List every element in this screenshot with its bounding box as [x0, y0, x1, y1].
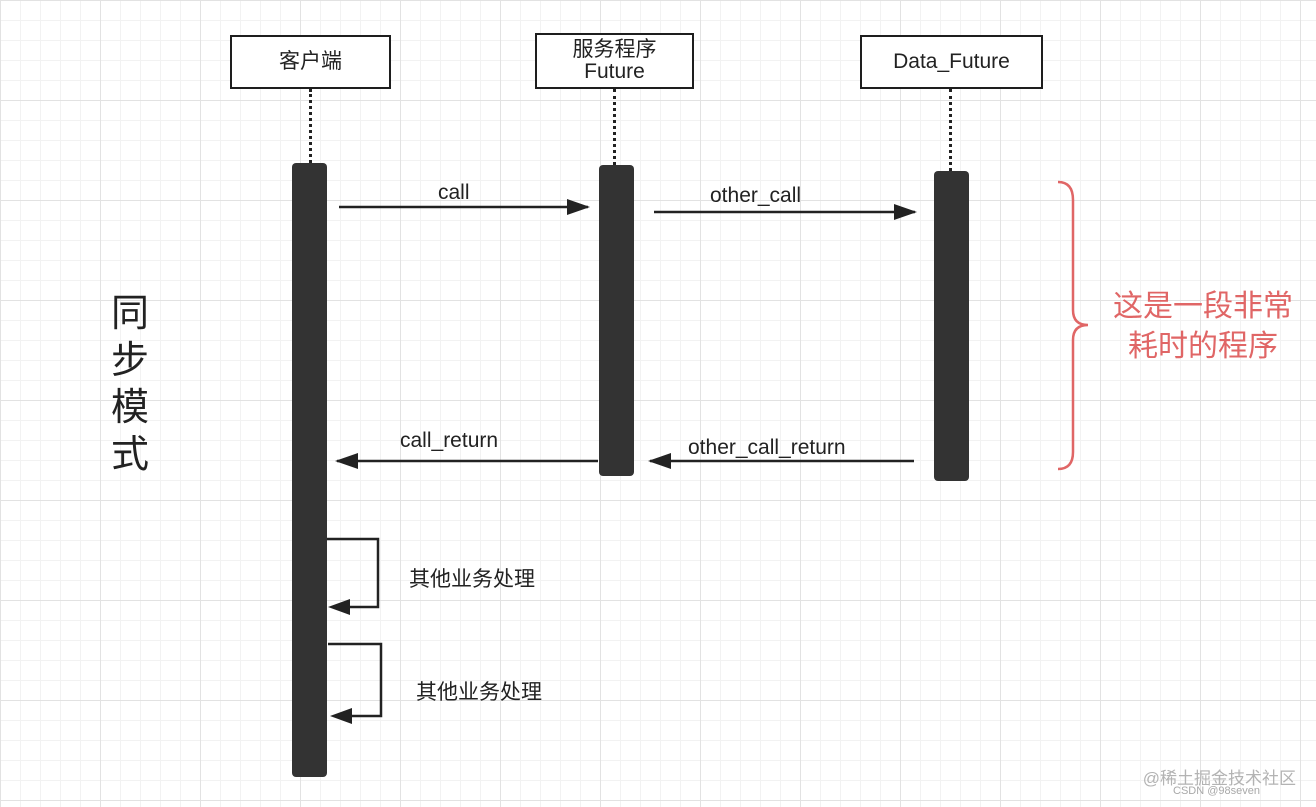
sync-mode-char-4: 式 [110, 432, 149, 476]
call-arrowhead [567, 199, 590, 215]
sync-mode-char-2: 步 [110, 338, 149, 382]
sync-mode-char-1: 同 [110, 291, 149, 335]
call-return-arrowhead [335, 453, 358, 469]
other-call-arrowhead [894, 204, 917, 220]
service-activation-bar [599, 165, 634, 476]
self-call-1-label: 其他业务处理 [409, 568, 535, 591]
sync-mode-char-3: 模 [110, 385, 149, 429]
other-call-return-label: other_call_return [688, 436, 846, 459]
call-return-label: call_return [400, 429, 499, 452]
participant-client-label: 客户端 [279, 50, 342, 73]
participant-data-future: Data_Future [860, 35, 1043, 89]
participant-service-future: 服务程序 Future [535, 33, 694, 89]
data-lifeline [949, 89, 952, 171]
participant-client: 客户端 [230, 35, 391, 89]
other-call-label: other_call [710, 184, 802, 207]
client-activation-bar [292, 163, 327, 777]
participant-data-label: Data_Future [893, 50, 1010, 73]
self-call-1-arrowhead [328, 599, 350, 615]
time-consuming-note: 这是一段非常 耗时的程序 [1108, 287, 1298, 367]
self-call-2-arrowhead [330, 708, 352, 724]
watermark-sub: CSDN @98seven [1173, 785, 1260, 797]
self-call-2-label: 其他业务处理 [416, 681, 542, 704]
client-lifeline [309, 89, 312, 163]
participant-service-label: 服务程序 Future [572, 38, 657, 83]
self-call-2-arrow [328, 642, 383, 718]
self-call-1-arrow [326, 537, 380, 609]
other-call-return-arrowhead [648, 453, 671, 469]
call-label: call [438, 181, 470, 204]
sync-mode-title: 同 步 模 式 [105, 290, 155, 478]
note-line-2: 耗时的程序 [1128, 329, 1278, 364]
data-activation-bar [934, 171, 969, 481]
note-line-1: 这是一段非常 [1113, 289, 1293, 324]
watermark: @稀土掘金技术社区 [1142, 769, 1296, 788]
service-lifeline [613, 89, 616, 165]
note-brace [1057, 180, 1089, 471]
